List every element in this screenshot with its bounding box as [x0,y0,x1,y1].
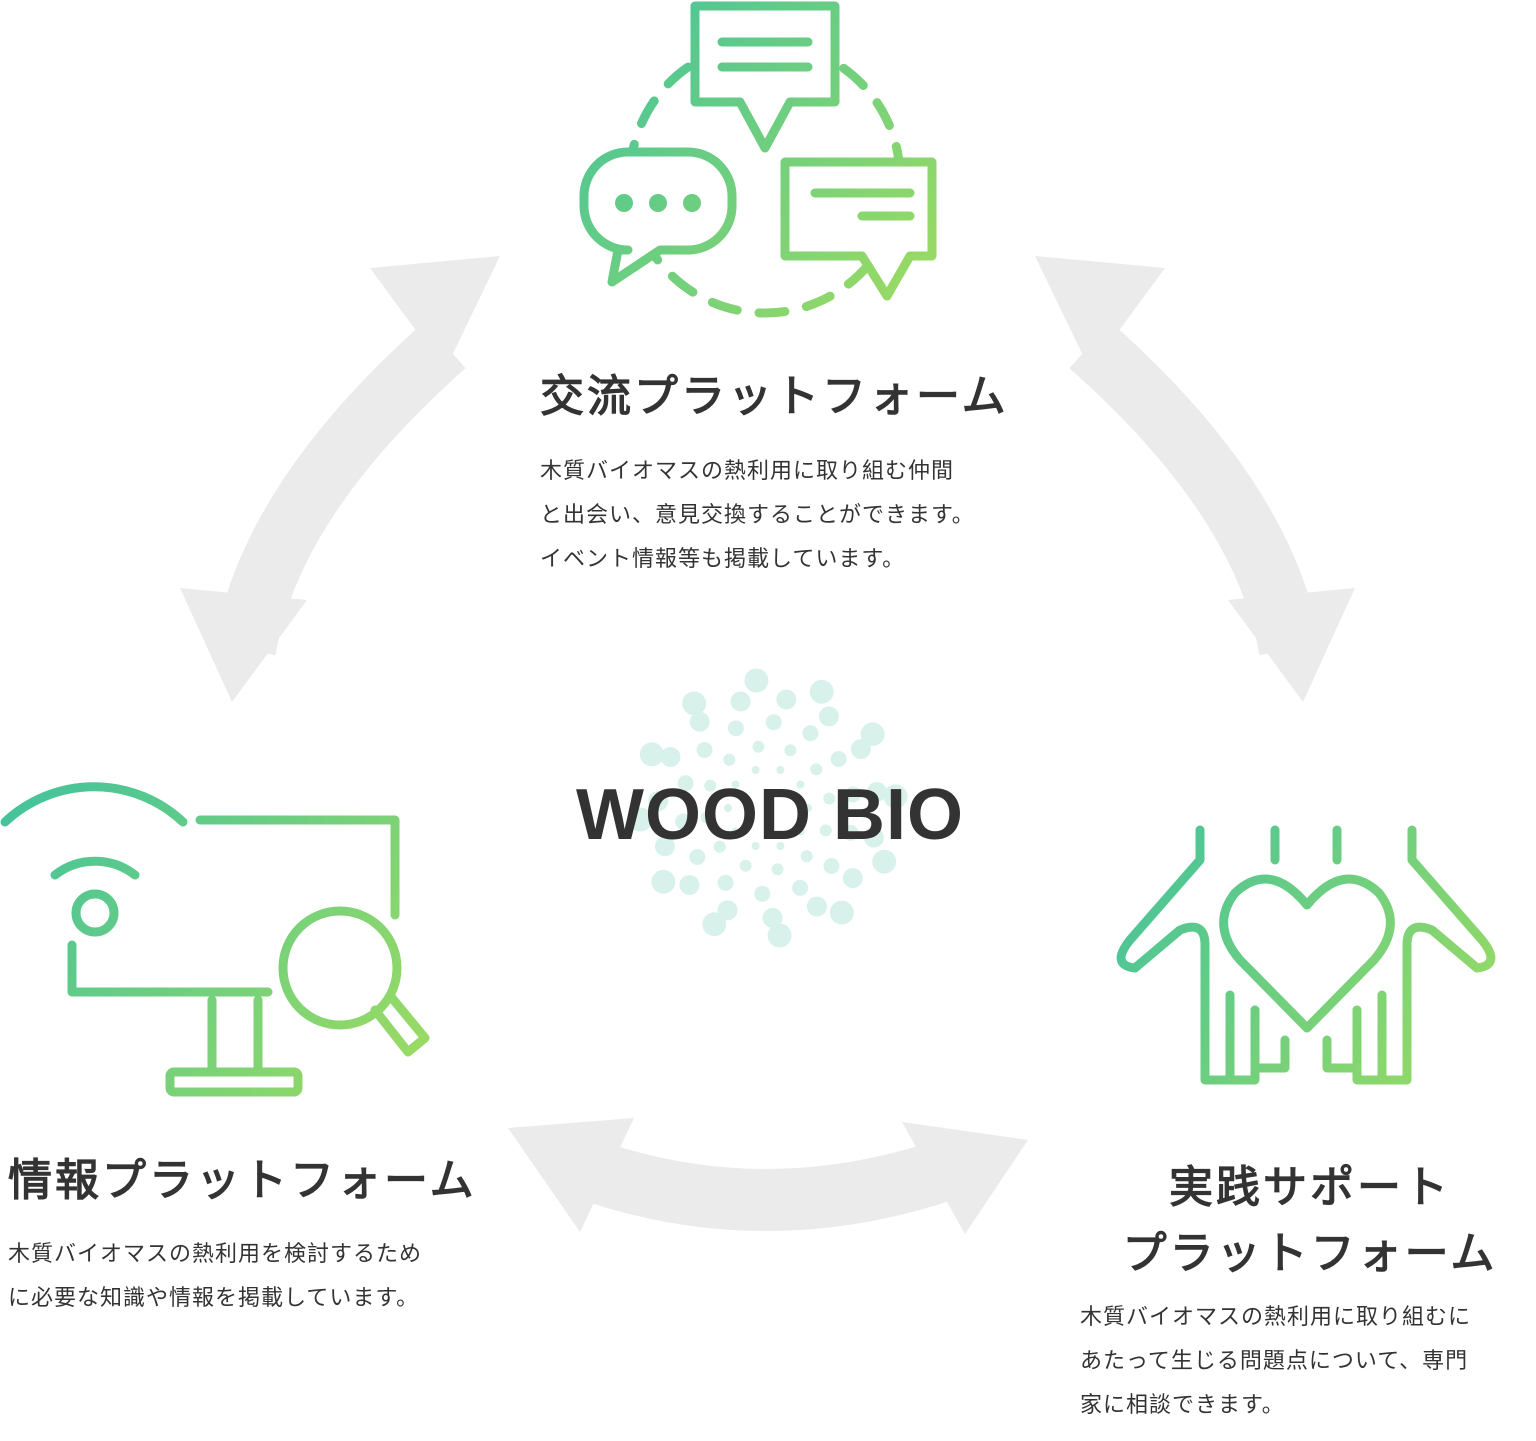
burst-dot [660,747,681,767]
burst-dot [800,850,813,863]
burst-dot [850,739,871,760]
burst-dot [713,840,726,853]
burst-dot [702,912,727,937]
burst-dot [872,849,897,874]
burst-dot [806,896,827,917]
burst-dot [767,923,792,948]
burst-dot [776,842,785,850]
burst-dot [866,781,887,802]
burst-dot [723,753,736,766]
burst-dot [796,780,805,789]
exchange-platform-desc: 木質バイオマスの熱利用に取り組む仲間 と出会い、意見交換することができます。 イ… [540,450,975,582]
arrowhead [902,1122,1028,1234]
burst-dot [704,779,717,792]
burst-dot [731,827,740,836]
burst-dot [717,874,734,891]
burst-dot [818,706,839,727]
exchange-platform-title: 交流プラットフォーム [540,371,1009,422]
burst-dot [731,780,740,789]
burst-dot [675,813,692,830]
burst-dot [677,775,694,792]
burst-dot [717,900,738,921]
burst-dot [844,786,861,803]
desc-line: あたって生じる問題点について、専門 [1080,1349,1469,1374]
burst-dot [883,784,908,809]
support-platform-title: 実践サポート プラットフォーム [1120,1155,1500,1287]
burst-dot [860,722,885,747]
burst-dot [796,827,805,836]
monitor-search-icon [0,782,430,1097]
title-line: 実践サポート [1169,1162,1451,1213]
burst-dot [802,725,819,742]
burst-dot [730,691,751,712]
burst-dot [700,811,713,824]
burst-dot [724,804,732,812]
burst-dot [682,691,707,716]
desc-line: イベント情報等も掲載しています。 [540,547,906,572]
ellipsis-dots [615,194,701,212]
burst-dot [792,879,809,896]
burst-dot [765,714,782,731]
burst-dot [842,868,863,889]
desc-line: 家に相談できます。 [1080,1393,1285,1418]
burst-dot [776,689,797,710]
desc-line: 木質バイオマスの熱利用に取り組むに [1080,1305,1472,1330]
arrowhead [370,256,500,370]
info-platform-title: 情報プラットフォーム [8,1155,477,1206]
double-arrow-icon [180,256,500,702]
burst-dot [654,836,675,857]
burst-dot [639,742,664,767]
burst-dot [696,742,713,758]
wood-bio-logo: WOOD BIO [576,775,964,855]
burst-dot [771,863,784,876]
burst-dot [628,807,653,832]
burst-dot [727,720,744,737]
burst-dot [689,849,706,865]
burst-dot [689,711,710,732]
heart-hands-icon [1116,825,1496,1085]
title-line: プラットフォーム [1122,1228,1498,1279]
arrowhead [1228,588,1355,702]
support-platform-desc: 木質バイオマスの熱利用に取り組むに あたって生じる問題点について、専門 家に相談… [1080,1296,1471,1428]
burst-dot [754,885,771,902]
burst-dot [829,900,854,925]
chat-bubbles-icon [579,1,937,318]
double-arrow-icon [1035,256,1355,702]
desc-line: と出会い、意見交換することができます。 [540,503,975,528]
arrow-body [579,1140,955,1231]
burst-dot [739,859,752,872]
desc-line: 木質バイオマスの熱利用を検討するため [8,1242,423,1267]
burst-dot [842,824,859,841]
burst-dot [823,858,840,874]
info-platform-desc: 木質バイオマスの熱利用を検討するため に必要な知識や情報を掲載しています。 [8,1233,422,1321]
burst-dot [744,668,769,693]
burst-dot [648,791,669,812]
burst-dot [863,827,884,848]
logo-dot-burst [628,668,908,948]
desc-line: 木質バイオマスの熱利用に取り組む仲間 [540,459,955,484]
arrowhead [508,1118,634,1232]
desc-line: に必要な知識や情報を掲載しています。 [8,1286,420,1311]
burst-dot [823,792,836,805]
burst-dot [809,679,834,704]
burst-dot [810,763,823,776]
arrowhead [180,588,307,702]
burst-dot [752,740,765,753]
burst-dot [830,751,847,767]
burst-dot [751,842,760,850]
burst-dot [651,869,676,894]
burst-dot [776,766,785,774]
burst-dot [819,824,832,837]
burst-dot [804,804,812,812]
burst-dot [784,744,797,757]
burst-dot [751,766,760,774]
arrowhead [1035,256,1165,370]
burst-dot [679,875,700,895]
burst-dot [762,907,783,928]
double-arrow-icon [508,1118,1028,1234]
